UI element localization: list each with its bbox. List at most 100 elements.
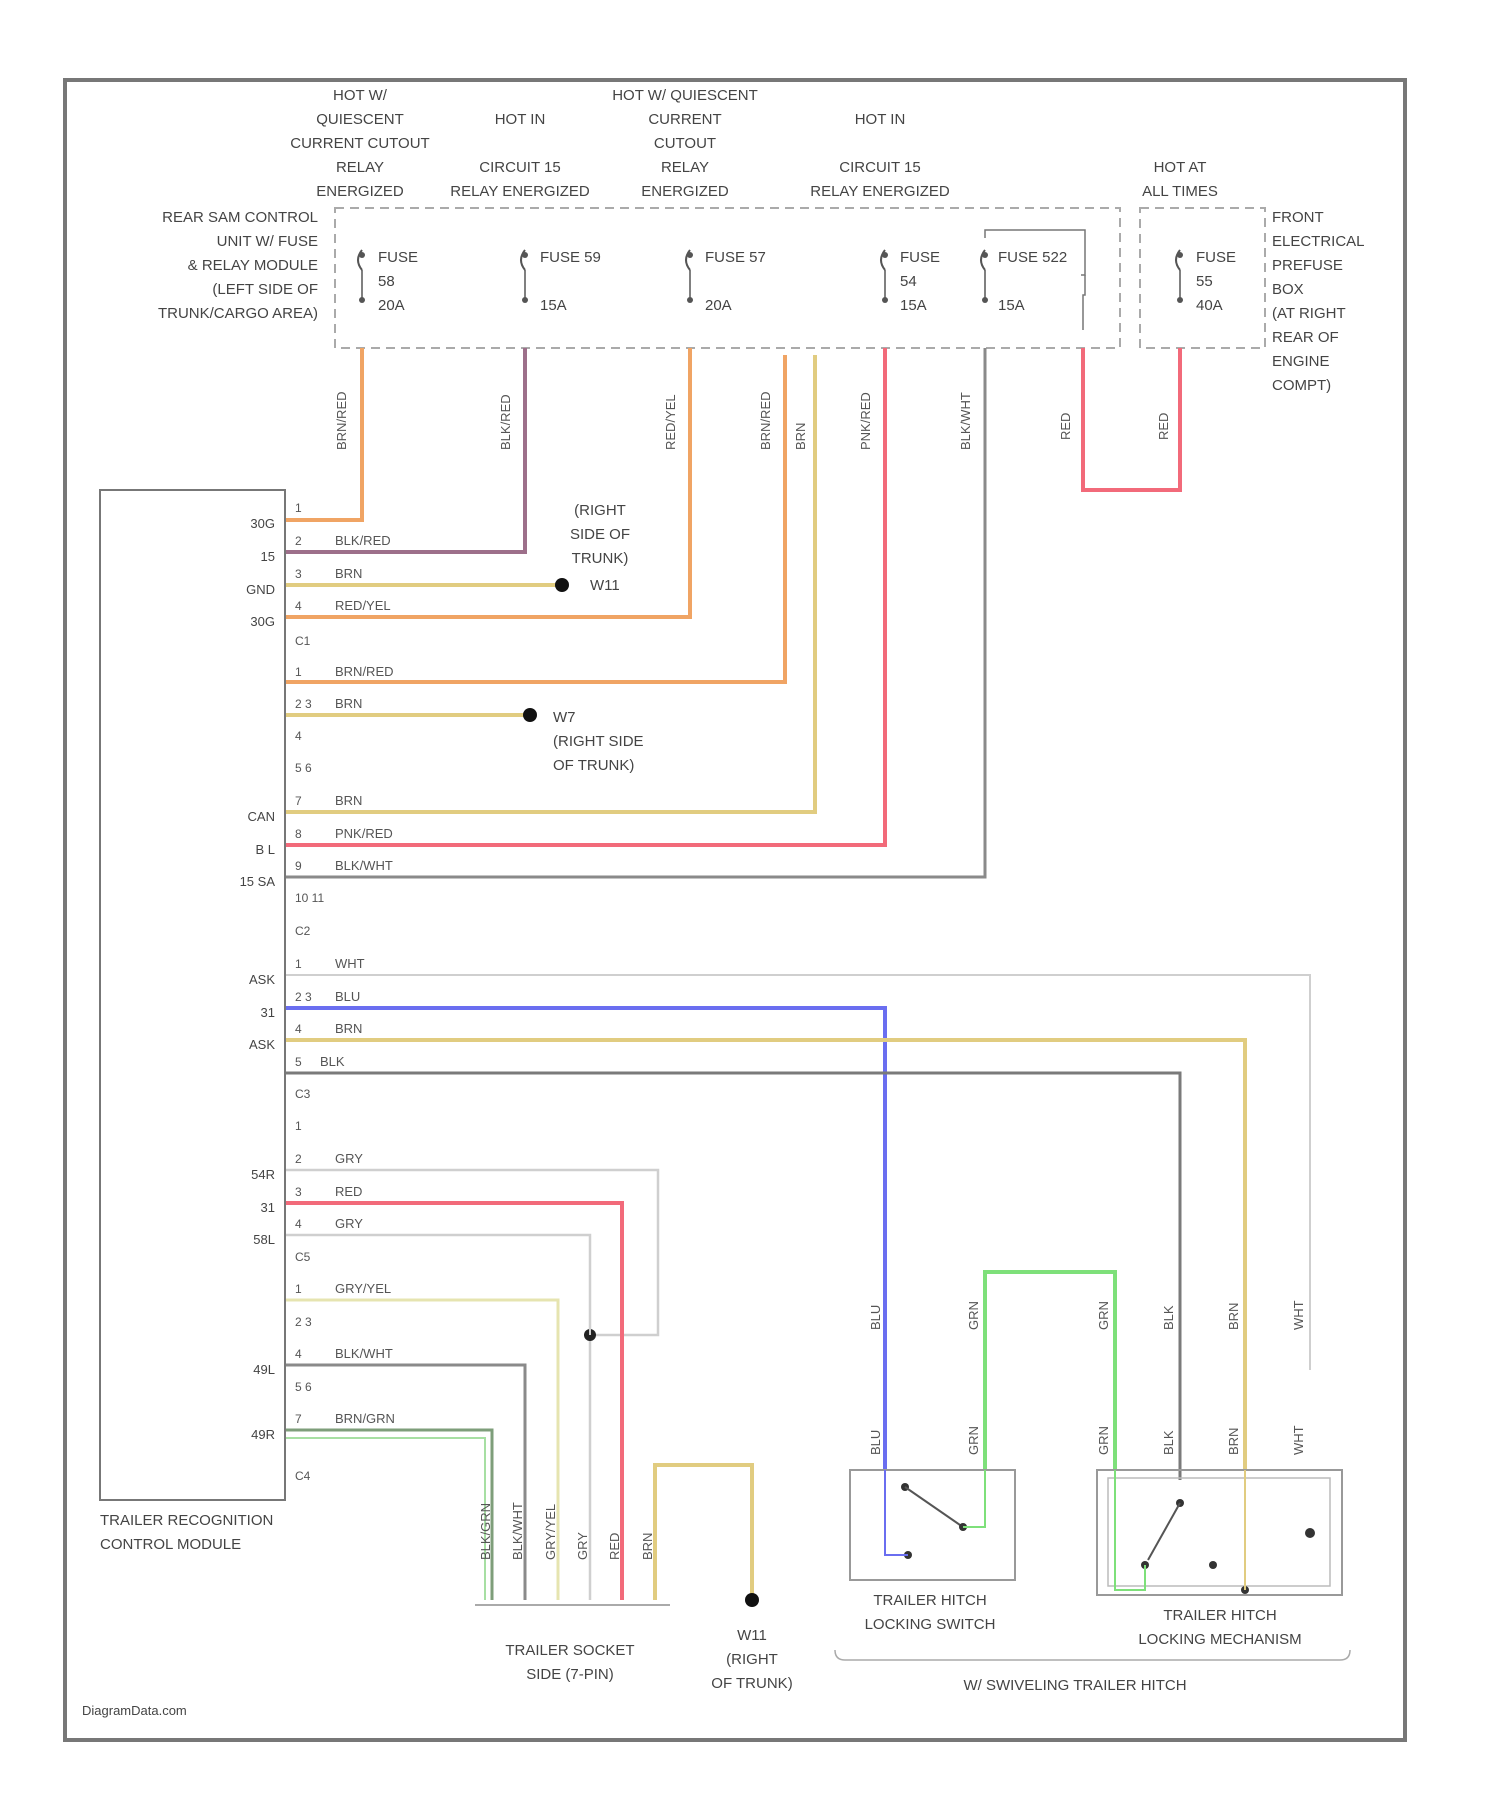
- svg-text:GRY: GRY: [335, 1151, 363, 1166]
- svg-text:TRAILER HITCH: TRAILER HITCH: [1163, 1607, 1276, 1624]
- wire-brn-ask: [285, 1040, 1245, 1470]
- svg-text:W11: W11: [590, 577, 620, 594]
- svg-text:2: 2: [295, 534, 302, 548]
- svg-text:20A: 20A: [378, 297, 405, 314]
- svg-text:C4: C4: [295, 1469, 311, 1483]
- svg-text:5: 5: [295, 1055, 302, 1069]
- wire-brn-red-30g: [285, 348, 362, 520]
- svg-text:(RIGHT: (RIGHT: [574, 502, 626, 519]
- svg-text:RED: RED: [1156, 413, 1171, 440]
- svg-text:ENGINE: ENGINE: [1272, 353, 1330, 370]
- svg-text:(RIGHT: (RIGHT: [726, 1651, 778, 1668]
- svg-text:ALL TIMES: ALL TIMES: [1142, 183, 1218, 200]
- svg-text:FUSE 522: FUSE 522: [998, 249, 1067, 266]
- ground-w11-dot: [745, 1593, 759, 1607]
- svg-text:BRN: BRN: [335, 696, 362, 711]
- svg-text:FRONT: FRONT: [1272, 209, 1324, 226]
- rear-sam-box: [335, 208, 1120, 348]
- header-hot-15-b: HOT IN CIRCUIT 15 RELAY ENERGIZED: [810, 111, 950, 200]
- svg-text:2 3: 2 3: [295, 990, 312, 1004]
- svg-text:HOT IN: HOT IN: [855, 111, 906, 128]
- svg-text:GND: GND: [246, 582, 275, 597]
- svg-text:RELAY ENERGIZED: RELAY ENERGIZED: [810, 183, 950, 200]
- svg-text:CIRCUIT 15: CIRCUIT 15: [479, 159, 560, 176]
- svg-text:LOCKING MECHANISM: LOCKING MECHANISM: [1138, 1631, 1301, 1648]
- svg-text:2 3: 2 3: [295, 697, 312, 711]
- svg-text:PNK/RED: PNK/RED: [335, 826, 393, 841]
- svg-text:3: 3: [295, 567, 302, 581]
- svg-text:58: 58: [378, 273, 395, 290]
- svg-text:TRUNK): TRUNK): [572, 550, 629, 567]
- header-hot-q-1: HOT W/ QUIESCENT CURRENT CUTOUT RELAY EN…: [290, 87, 429, 200]
- ground-w7-label: W7 (RIGHT SIDE OF TRUNK): [553, 709, 644, 774]
- svg-text:C5: C5: [295, 1250, 311, 1264]
- svg-text:HOT AT: HOT AT: [1154, 159, 1207, 176]
- svg-text:7: 7: [295, 1412, 302, 1426]
- ground-w11-top-dot: [555, 578, 569, 592]
- svg-text:SIDE (7-PIN): SIDE (7-PIN): [526, 1666, 614, 1683]
- svg-text:QUIESCENT: QUIESCENT: [316, 111, 404, 128]
- svg-text:8: 8: [295, 827, 302, 841]
- svg-text:(RIGHT SIDE: (RIGHT SIDE: [553, 733, 644, 750]
- svg-text:BLK: BLK: [1161, 1305, 1176, 1330]
- svg-text:2 3: 2 3: [295, 1315, 312, 1329]
- svg-text:15: 15: [261, 549, 275, 564]
- connector-c1: 1 30G 2 15 BLK/RED 3 GND BRN 4 30G RED/Y…: [246, 501, 391, 648]
- svg-text:OF TRUNK): OF TRUNK): [553, 757, 634, 774]
- svg-text:4: 4: [295, 729, 302, 743]
- svg-text:FUSE: FUSE: [378, 249, 418, 266]
- fuse-58: FUSE 58 20A: [358, 249, 418, 314]
- svg-text:B L: B L: [255, 842, 275, 857]
- svg-text:15A: 15A: [900, 297, 927, 314]
- svg-text:55: 55: [1196, 273, 1213, 290]
- wire-red-31: [285, 1203, 622, 1600]
- svg-text:31: 31: [261, 1200, 275, 1215]
- svg-text:15 SA: 15 SA: [240, 874, 276, 889]
- svg-text:UNIT W/ FUSE: UNIT W/ FUSE: [217, 233, 318, 250]
- svg-text:CAN: CAN: [248, 809, 275, 824]
- svg-text:CURRENT CUTOUT: CURRENT CUTOUT: [290, 135, 429, 152]
- svg-text:4: 4: [295, 1347, 302, 1361]
- svg-text:BRN/RED: BRN/RED: [758, 391, 773, 450]
- svg-text:COMPT): COMPT): [1272, 377, 1331, 394]
- svg-text:5 6: 5 6: [295, 1380, 312, 1394]
- ground-w11-label: W11 (RIGHT OF TRUNK): [711, 1627, 792, 1692]
- svg-text:OF TRUNK): OF TRUNK): [711, 1675, 792, 1692]
- header-hot-q-2: HOT W/ QUIESCENT CURRENT CUTOUT RELAY EN…: [612, 87, 758, 200]
- wire-blk-wht-49l: [285, 1365, 525, 1600]
- svg-text:RED/YEL: RED/YEL: [663, 394, 678, 450]
- wire-brn-grn-49r: [285, 1430, 492, 1600]
- ground-w7-dot: [523, 708, 537, 722]
- svg-text:& RELAY MODULE: & RELAY MODULE: [188, 257, 318, 274]
- wire-blk-5: [285, 1073, 1180, 1480]
- svg-text:GRY/YEL: GRY/YEL: [543, 1504, 558, 1560]
- svg-text:TRAILER SOCKET: TRAILER SOCKET: [505, 1642, 634, 1659]
- svg-text:GRY/YEL: GRY/YEL: [335, 1281, 391, 1296]
- svg-text:54: 54: [900, 273, 917, 290]
- svg-text:CURRENT: CURRENT: [648, 111, 721, 128]
- svg-text:WHT: WHT: [1291, 1300, 1306, 1330]
- svg-text:BRN: BRN: [335, 793, 362, 808]
- hitch-connector-bottom: BLU GRN GRN BLK BRN WHT: [868, 1425, 1306, 1455]
- svg-text:RED: RED: [1058, 413, 1073, 440]
- svg-text:HOT IN: HOT IN: [495, 111, 546, 128]
- svg-text:1: 1: [295, 1119, 302, 1133]
- svg-text:BRN/RED: BRN/RED: [335, 664, 394, 679]
- svg-text:ENERGIZED: ENERGIZED: [316, 183, 404, 200]
- svg-text:30G: 30G: [250, 614, 275, 629]
- trailer-recognition-module: [100, 490, 285, 1500]
- svg-text:15A: 15A: [998, 297, 1025, 314]
- svg-text:BLK/GRN: BLK/GRN: [478, 1503, 493, 1560]
- svg-text:4: 4: [295, 599, 302, 613]
- svg-text:BLK: BLK: [1161, 1430, 1176, 1455]
- svg-text:49L: 49L: [253, 1362, 275, 1377]
- svg-text:58L: 58L: [253, 1232, 275, 1247]
- svg-text:ASK: ASK: [249, 972, 275, 987]
- svg-text:4: 4: [295, 1022, 302, 1036]
- svg-text:GRN: GRN: [1096, 1301, 1111, 1330]
- connector-c4: 1 GRY/YEL 2 3 4 49L BLK/WHT 5 6 7 49R BR…: [251, 1281, 395, 1483]
- svg-text:54R: 54R: [251, 1167, 275, 1182]
- connector-c3: 1 ASK WHT 2 3 31 BLU 4 ASK BRN 5 BLK C3: [249, 956, 365, 1101]
